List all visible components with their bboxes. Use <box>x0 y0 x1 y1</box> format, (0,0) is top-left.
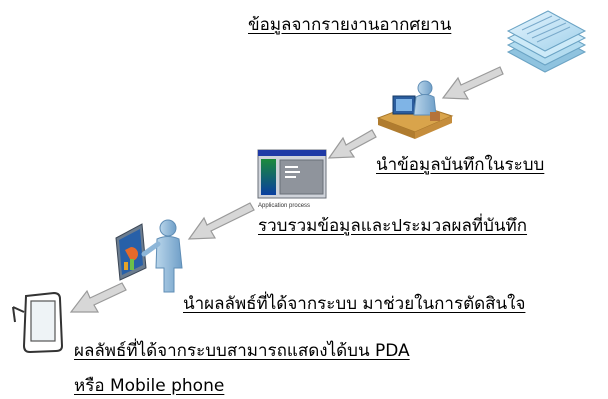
flow-arrow <box>441 66 504 100</box>
document-stack-icon <box>506 10 587 73</box>
application-window-icon <box>257 149 327 199</box>
step-label-mobile-phone: หรือ Mobile phone <box>74 376 225 396</box>
flow-arrow <box>327 129 377 159</box>
step-label-report-data: ข้อมูลจากรายงานอากศยาน <box>248 15 452 35</box>
flow-arrow <box>69 282 127 313</box>
presenter-with-chart-icon <box>115 219 183 293</box>
computer-operator-icon <box>376 80 454 139</box>
step-label-record-data: นำข้อมูลบันทึกในระบบ <box>376 155 545 175</box>
step-label-pda-display: ผลลัพธ์ที่ได้จากระบบสามารถแสดงได้บน PDA <box>74 341 410 361</box>
step-label-process-data: รวบรวมข้อมูลและประมวลผลที่บันทึก <box>258 216 528 236</box>
application-caption: Application process <box>258 203 310 209</box>
pda-device-icon <box>12 291 64 354</box>
flow-arrow <box>187 202 255 240</box>
step-label-decision-support: นำผลลัพธ์ที่ได้จากระบบ มาช่วยในการตัดสิน… <box>183 294 526 314</box>
